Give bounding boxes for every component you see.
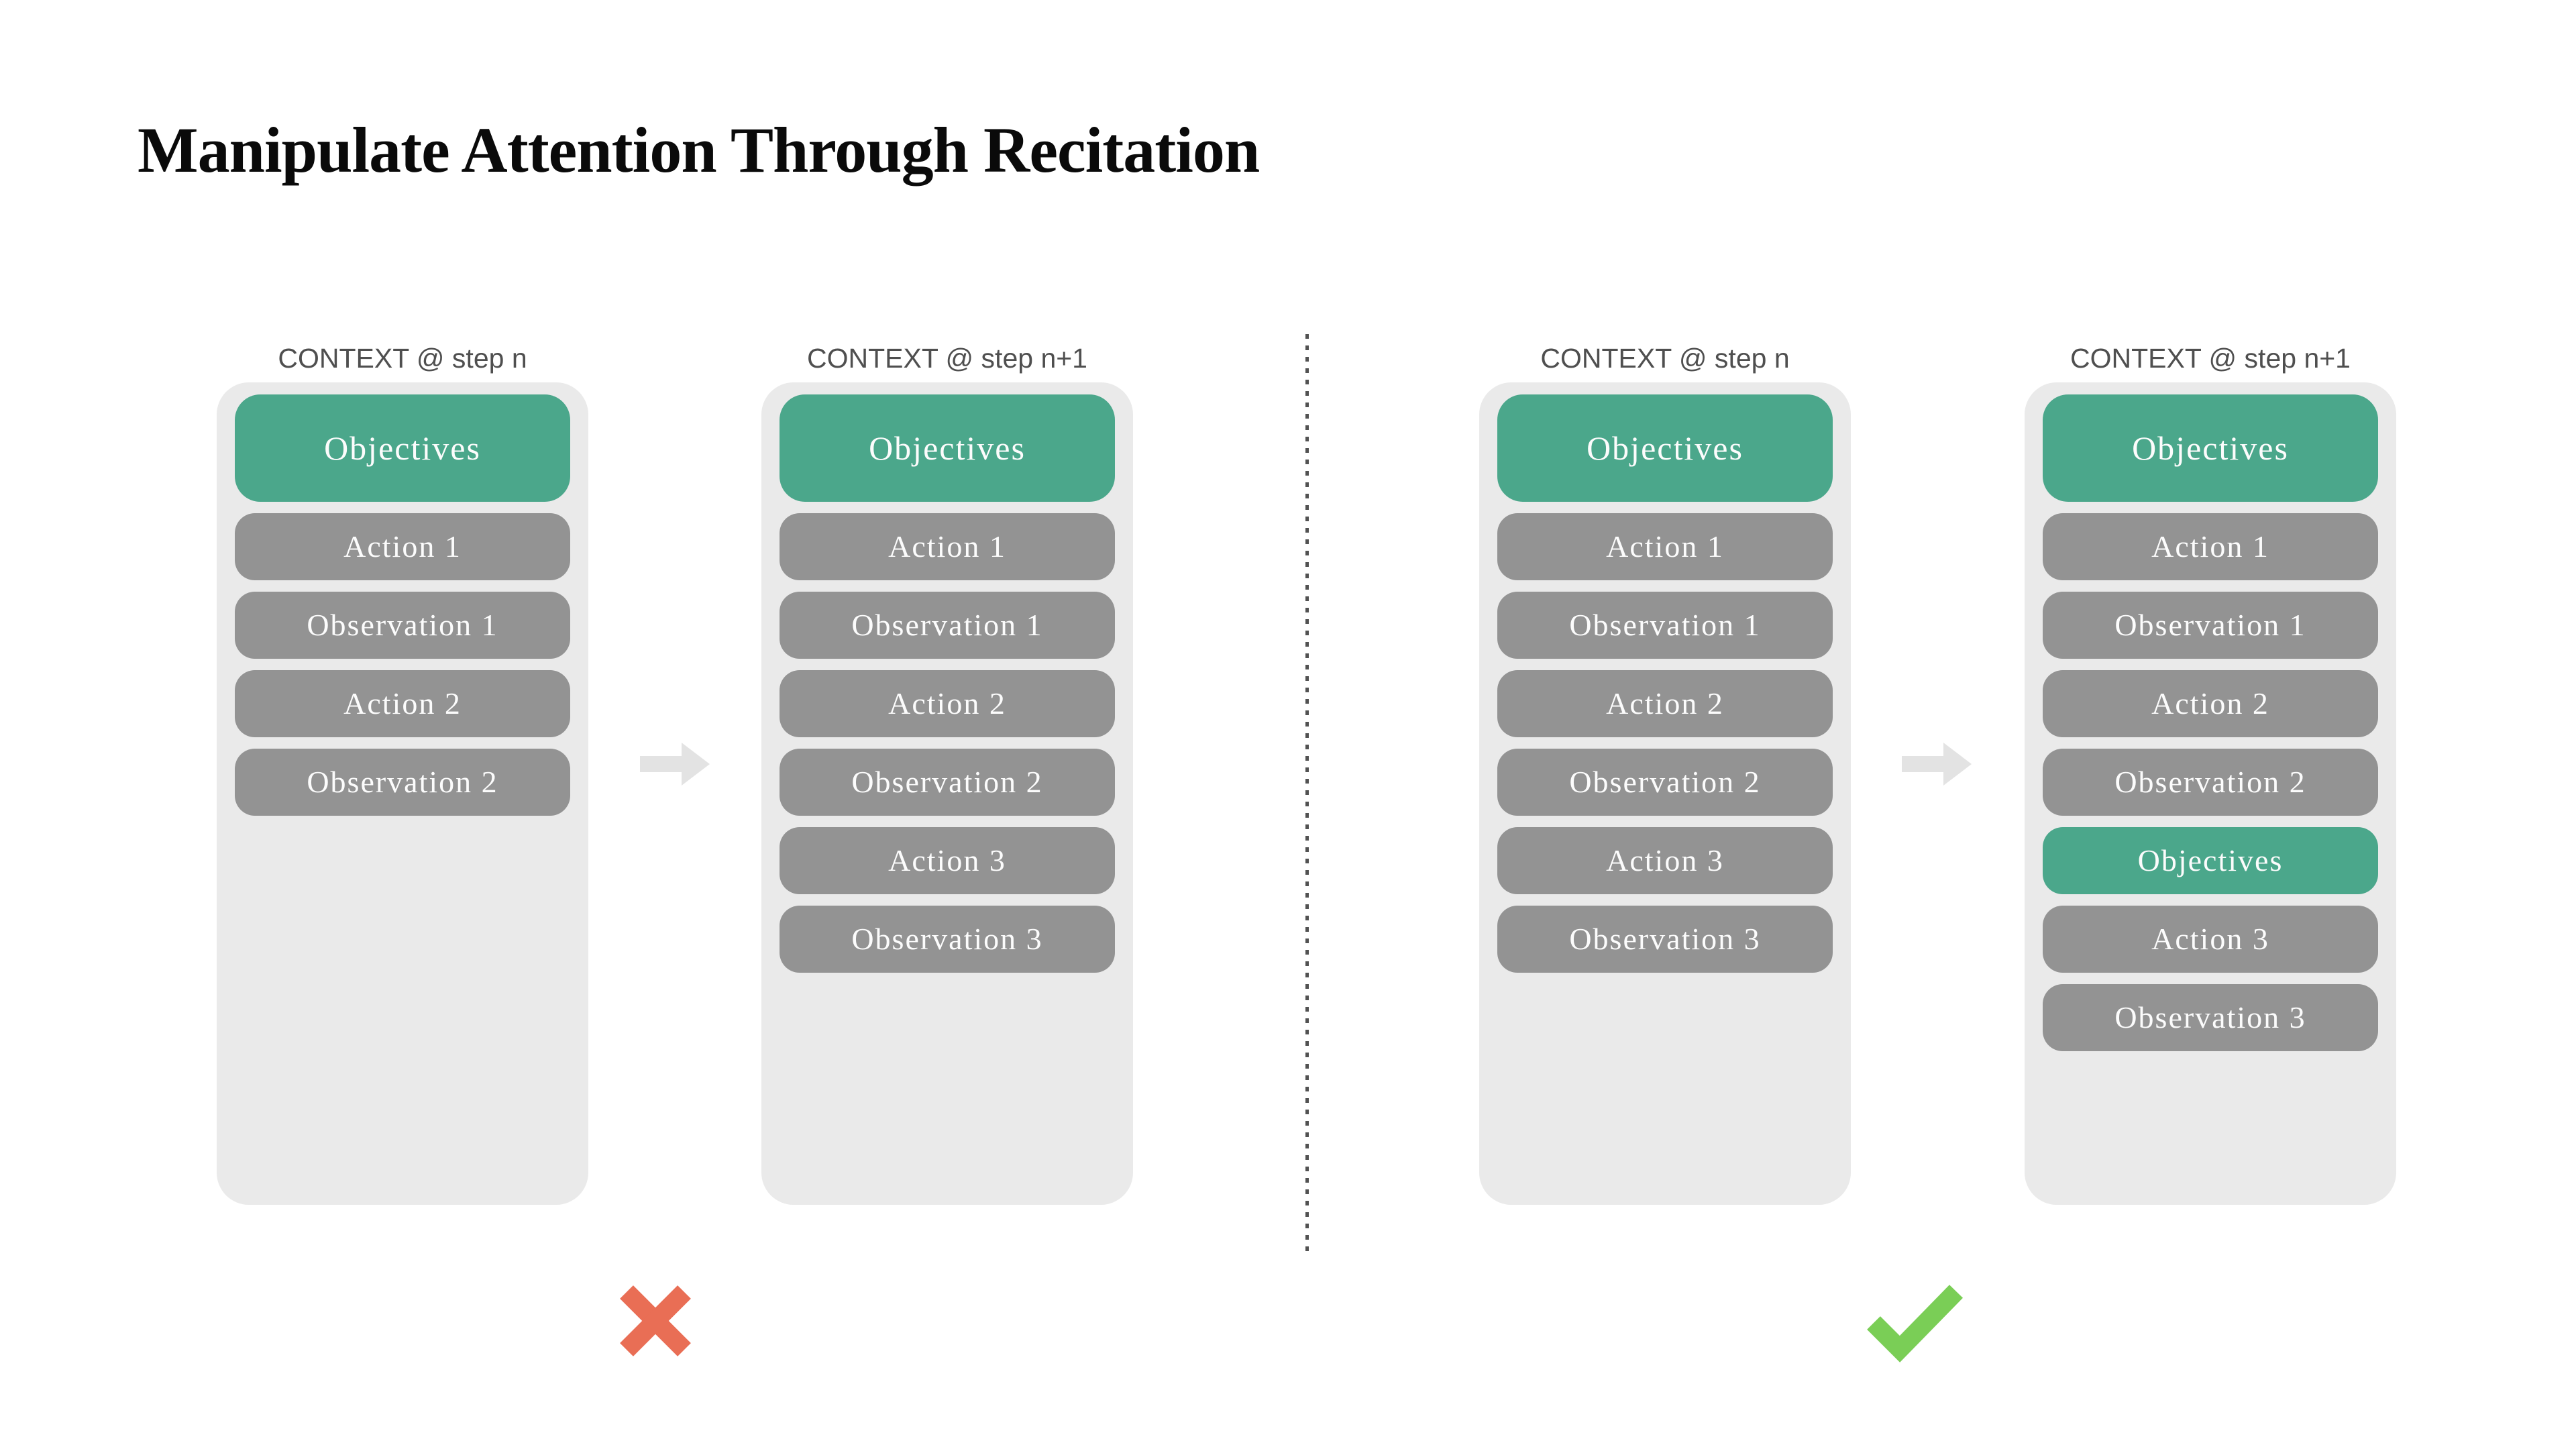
objectives-pill: Objectives bbox=[1497, 394, 1833, 502]
objectives-pill: Objectives bbox=[2043, 394, 2378, 502]
panel-header: CONTEXT @ step n+1 bbox=[807, 343, 1087, 374]
right-arrow-icon-bad bbox=[640, 743, 710, 786]
right-arrow-icon-good bbox=[1902, 743, 1972, 786]
page-title: Manipulate Attention Through Recitation bbox=[138, 114, 1260, 186]
observation-pill: Observation 1 bbox=[2043, 592, 2378, 659]
action-pill: Action 1 bbox=[1497, 513, 1833, 580]
observation-pill: Observation 3 bbox=[780, 906, 1115, 973]
action-pill: Action 2 bbox=[235, 670, 570, 737]
objectives-pill: Objectives bbox=[780, 394, 1115, 502]
recited-objectives-pill: Objectives bbox=[2043, 827, 2378, 894]
context-panel-bad-step-n1: CONTEXT @ step n+1 Objectives Action 1 O… bbox=[761, 339, 1133, 1205]
action-pill: Action 1 bbox=[235, 513, 570, 580]
context-panel-good-step-n1: CONTEXT @ step n+1 Objectives Action 1 O… bbox=[2025, 339, 2396, 1205]
panel-header: CONTEXT @ step n+1 bbox=[2070, 343, 2351, 374]
action-pill: Action 1 bbox=[2043, 513, 2378, 580]
observation-pill: Observation 2 bbox=[235, 749, 570, 816]
panel-body: Objectives Action 1 Observation 1 Action… bbox=[1479, 382, 1851, 1205]
observation-pill: Observation 1 bbox=[1497, 592, 1833, 659]
cross-icon bbox=[620, 1285, 691, 1356]
context-panel-good-step-n: CONTEXT @ step n Objectives Action 1 Obs… bbox=[1479, 339, 1851, 1205]
action-pill: Action 1 bbox=[780, 513, 1115, 580]
action-pill: Action 2 bbox=[2043, 670, 2378, 737]
panel-body: Objectives Action 1 Observation 1 Action… bbox=[761, 382, 1133, 1205]
panel-body: Objectives Action 1 Observation 1 Action… bbox=[2025, 382, 2396, 1205]
observation-pill: Observation 2 bbox=[780, 749, 1115, 816]
panel-body: Objectives Action 1 Observation 1 Action… bbox=[217, 382, 588, 1205]
objectives-pill: Objectives bbox=[235, 394, 570, 502]
observation-pill: Observation 3 bbox=[2043, 984, 2378, 1051]
observation-pill: Observation 2 bbox=[1497, 749, 1833, 816]
context-panel-bad-step-n: CONTEXT @ step n Objectives Action 1 Obs… bbox=[217, 339, 588, 1205]
observation-pill: Observation 1 bbox=[780, 592, 1115, 659]
action-pill: Action 3 bbox=[1497, 827, 1833, 894]
pair-separator-dashed-line bbox=[1305, 334, 1309, 1254]
check-icon bbox=[1867, 1285, 1964, 1362]
observation-pill: Observation 1 bbox=[235, 592, 570, 659]
observation-pill: Observation 2 bbox=[2043, 749, 2378, 816]
action-pill: Action 3 bbox=[2043, 906, 2378, 973]
panel-header: CONTEXT @ step n bbox=[278, 343, 527, 374]
action-pill: Action 2 bbox=[1497, 670, 1833, 737]
observation-pill: Observation 3 bbox=[1497, 906, 1833, 973]
action-pill: Action 2 bbox=[780, 670, 1115, 737]
action-pill: Action 3 bbox=[780, 827, 1115, 894]
panel-header: CONTEXT @ step n bbox=[1540, 343, 1790, 374]
